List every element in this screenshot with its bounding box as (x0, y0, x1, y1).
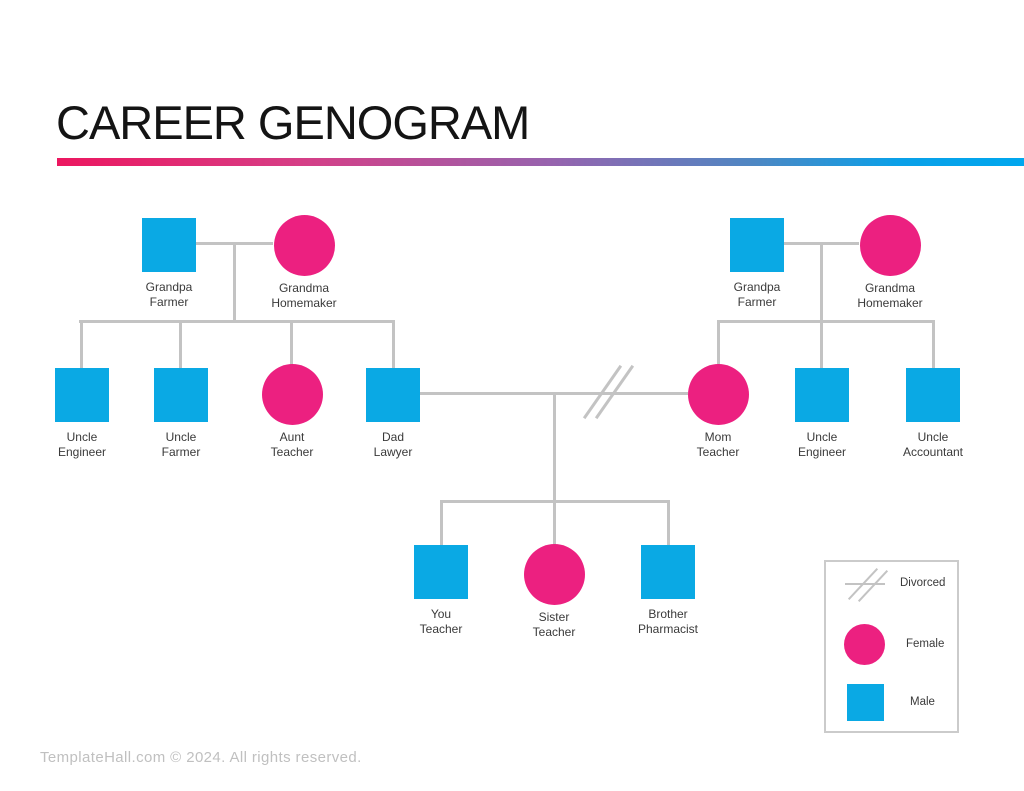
person-name: Sister (538, 610, 570, 624)
person-grandma-right: Grandma Homemaker (830, 215, 950, 311)
female-symbol (261, 364, 323, 425)
person-career: Teacher (270, 445, 314, 459)
person-uncle-farmer: Uncle Farmer (121, 368, 241, 460)
person-career: Engineer (797, 445, 847, 459)
person-career: Teacher (696, 445, 740, 459)
connector-descent-right-grandparents (820, 242, 823, 323)
person-career: Accountant (902, 445, 964, 459)
person-label: Mom Teacher (697, 430, 740, 460)
male-symbol (142, 218, 196, 272)
legend-male-label: Male (910, 696, 935, 708)
person-career: Farmer (161, 445, 201, 459)
connector-sibling-line-right (717, 320, 935, 323)
person-label: Aunt Teacher (271, 430, 314, 460)
female-symbol (687, 364, 749, 425)
connector-drop-aunt-teacher (290, 321, 293, 369)
person-name: Dad (381, 430, 404, 444)
connector-drop-uncle-farmer (179, 321, 182, 369)
person-name: Uncle (165, 430, 197, 444)
person-name: Uncle (66, 430, 98, 444)
person-label: Dad Lawyer (374, 430, 413, 460)
person-label: Grandpa Farmer (734, 280, 781, 310)
male-symbol (366, 368, 420, 422)
female-symbol (523, 544, 585, 605)
person-sister: Sister Teacher (494, 544, 614, 640)
connector-drop-sister (553, 501, 556, 547)
person-name: Grandma (864, 281, 915, 295)
legend-divorced-symbol (845, 583, 885, 585)
person-label: Grandpa Farmer (146, 280, 193, 310)
person-career: Lawyer (373, 445, 413, 459)
person-career: Pharmacist (637, 622, 699, 636)
connector-drop-dad (392, 321, 395, 369)
person-career: Farmer (149, 295, 189, 309)
connector-descent-left-grandparents (233, 242, 236, 323)
legend-female-symbol (844, 624, 885, 665)
male-symbol (730, 218, 784, 272)
person-name: Grandpa (145, 280, 193, 294)
male-symbol (154, 368, 208, 422)
footer-copyright: TemplateHall.com © 2024. All rights rese… (40, 749, 362, 766)
connector-drop-uncle-accountant (932, 321, 935, 369)
person-name: Grandpa (733, 280, 781, 294)
connector-drop-brother (667, 501, 670, 547)
person-name: Uncle (806, 430, 838, 444)
male-symbol (795, 368, 849, 422)
connector-drop-uncle-engineer-right (820, 321, 823, 369)
person-mom: Mom Teacher (658, 364, 778, 460)
connector-sibling-line-left (79, 320, 395, 323)
connector-descent-dad-mom (553, 392, 556, 503)
person-label: You Teacher (420, 607, 463, 637)
person-brother: Brother Pharmacist (608, 545, 728, 637)
person-aunt-teacher: Aunt Teacher (232, 364, 352, 460)
person-name: You (430, 607, 452, 621)
person-name: Mom (704, 430, 732, 444)
person-grandpa-right: Grandpa Farmer (697, 218, 817, 310)
male-symbol (641, 545, 695, 599)
legend-box: Divorced Female Male (824, 560, 959, 733)
person-dad: Dad Lawyer (333, 368, 453, 460)
person-label: Uncle Engineer (58, 430, 106, 460)
person-label: Grandma Homemaker (271, 281, 336, 311)
female-symbol (859, 215, 921, 276)
person-you: You Teacher (381, 545, 501, 637)
title-underline-gradient (57, 158, 1024, 166)
person-label: Sister Teacher (533, 610, 576, 640)
person-label: Uncle Accountant (903, 430, 963, 460)
male-symbol (906, 368, 960, 422)
person-uncle-accountant: Uncle Accountant (873, 368, 993, 460)
connector-drop-you (440, 501, 443, 547)
person-label: Uncle Engineer (798, 430, 846, 460)
person-label: Uncle Farmer (162, 430, 201, 460)
page-title: CAREER GENOGRAM (56, 96, 530, 149)
person-name: Brother (648, 607, 688, 621)
person-grandma-left: Grandma Homemaker (244, 215, 364, 311)
connector-drop-mom (717, 321, 720, 369)
person-uncle-engineer-right: Uncle Engineer (762, 368, 882, 460)
person-grandpa-left: Grandpa Farmer (109, 218, 229, 310)
male-symbol (55, 368, 109, 422)
person-career: Teacher (532, 625, 576, 639)
person-career: Engineer (57, 445, 107, 459)
legend-female-label: Female (906, 638, 945, 650)
person-career: Homemaker (857, 296, 923, 310)
legend-male-symbol (847, 684, 884, 721)
person-label: Grandma Homemaker (857, 281, 922, 311)
person-uncle-engineer-left: Uncle Engineer (22, 368, 142, 460)
legend-divorced-label: Divorced (900, 577, 946, 589)
person-career: Farmer (737, 295, 777, 309)
connector-drop-uncle-engineer-left (80, 321, 83, 369)
person-name: Grandma (278, 281, 329, 295)
person-name: Aunt (279, 430, 305, 444)
female-symbol (273, 215, 335, 276)
person-career: Homemaker (271, 296, 337, 310)
person-career: Teacher (419, 622, 463, 636)
male-symbol (414, 545, 468, 599)
person-label: Brother Pharmacist (638, 607, 698, 637)
person-name: Uncle (917, 430, 949, 444)
